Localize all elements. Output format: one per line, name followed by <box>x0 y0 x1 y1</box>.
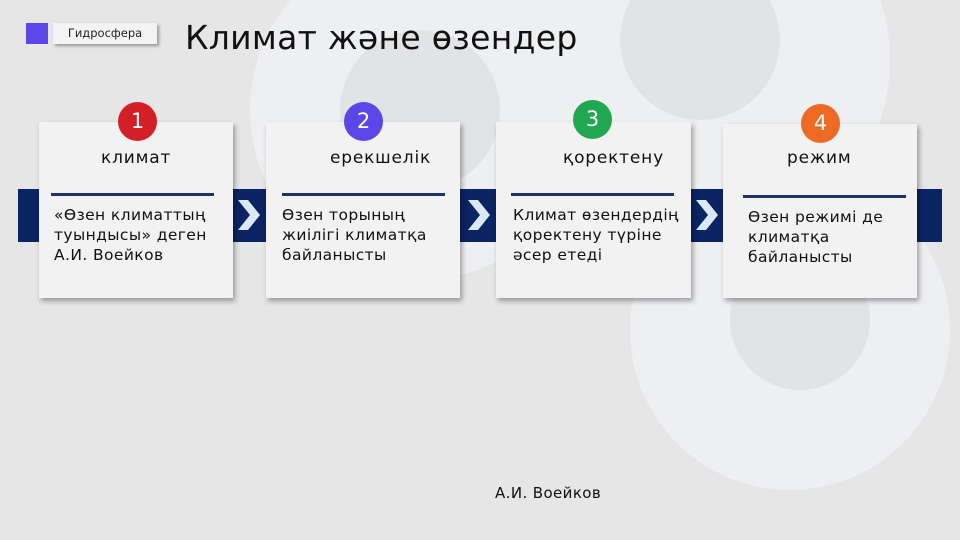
section-tag: Гидросфера <box>53 23 157 44</box>
divider <box>51 193 214 196</box>
step-card-feeding: қоректену Климат өзендердің қоректену тү… <box>496 122 691 298</box>
step-number-badge: 4 <box>801 104 840 143</box>
step-description: Климат өзендердің қоректену түріне әсер … <box>513 206 679 264</box>
step-card-regime: режим Өзен режимі де климатқа байланысты <box>723 124 917 298</box>
chevron-right-icon <box>238 200 260 230</box>
step-number-badge: 1 <box>118 102 157 141</box>
section-color-marker <box>26 23 48 44</box>
step-heading: режим <box>787 148 852 168</box>
page-title: Климат және өзендер <box>185 18 578 57</box>
step-card-feature: ерекшелік Өзен торының жиілігі климатқа … <box>266 122 460 298</box>
step-number-badge: 2 <box>344 102 383 141</box>
step-number-badge: 3 <box>573 100 612 139</box>
step-description: Өзен режимі де климатқа байланысты <box>748 208 884 266</box>
footer-author: А.И. Воейков <box>495 484 602 502</box>
divider <box>282 193 445 196</box>
chevron-right-icon <box>468 200 490 230</box>
chevron-right-icon <box>696 200 718 230</box>
step-card-climate: климат «Өзен климаттың туындысы» деген А… <box>39 122 233 298</box>
divider <box>743 195 906 198</box>
step-description: «Өзен климаттың туындысы» деген А.И. Вое… <box>54 206 207 264</box>
step-heading: ерекшелік <box>330 148 432 168</box>
step-heading: қоректену <box>563 148 664 168</box>
divider <box>511 193 674 196</box>
step-description: Өзен торының жиілігі климатқа байланысты <box>282 206 427 264</box>
step-heading: климат <box>101 148 172 168</box>
